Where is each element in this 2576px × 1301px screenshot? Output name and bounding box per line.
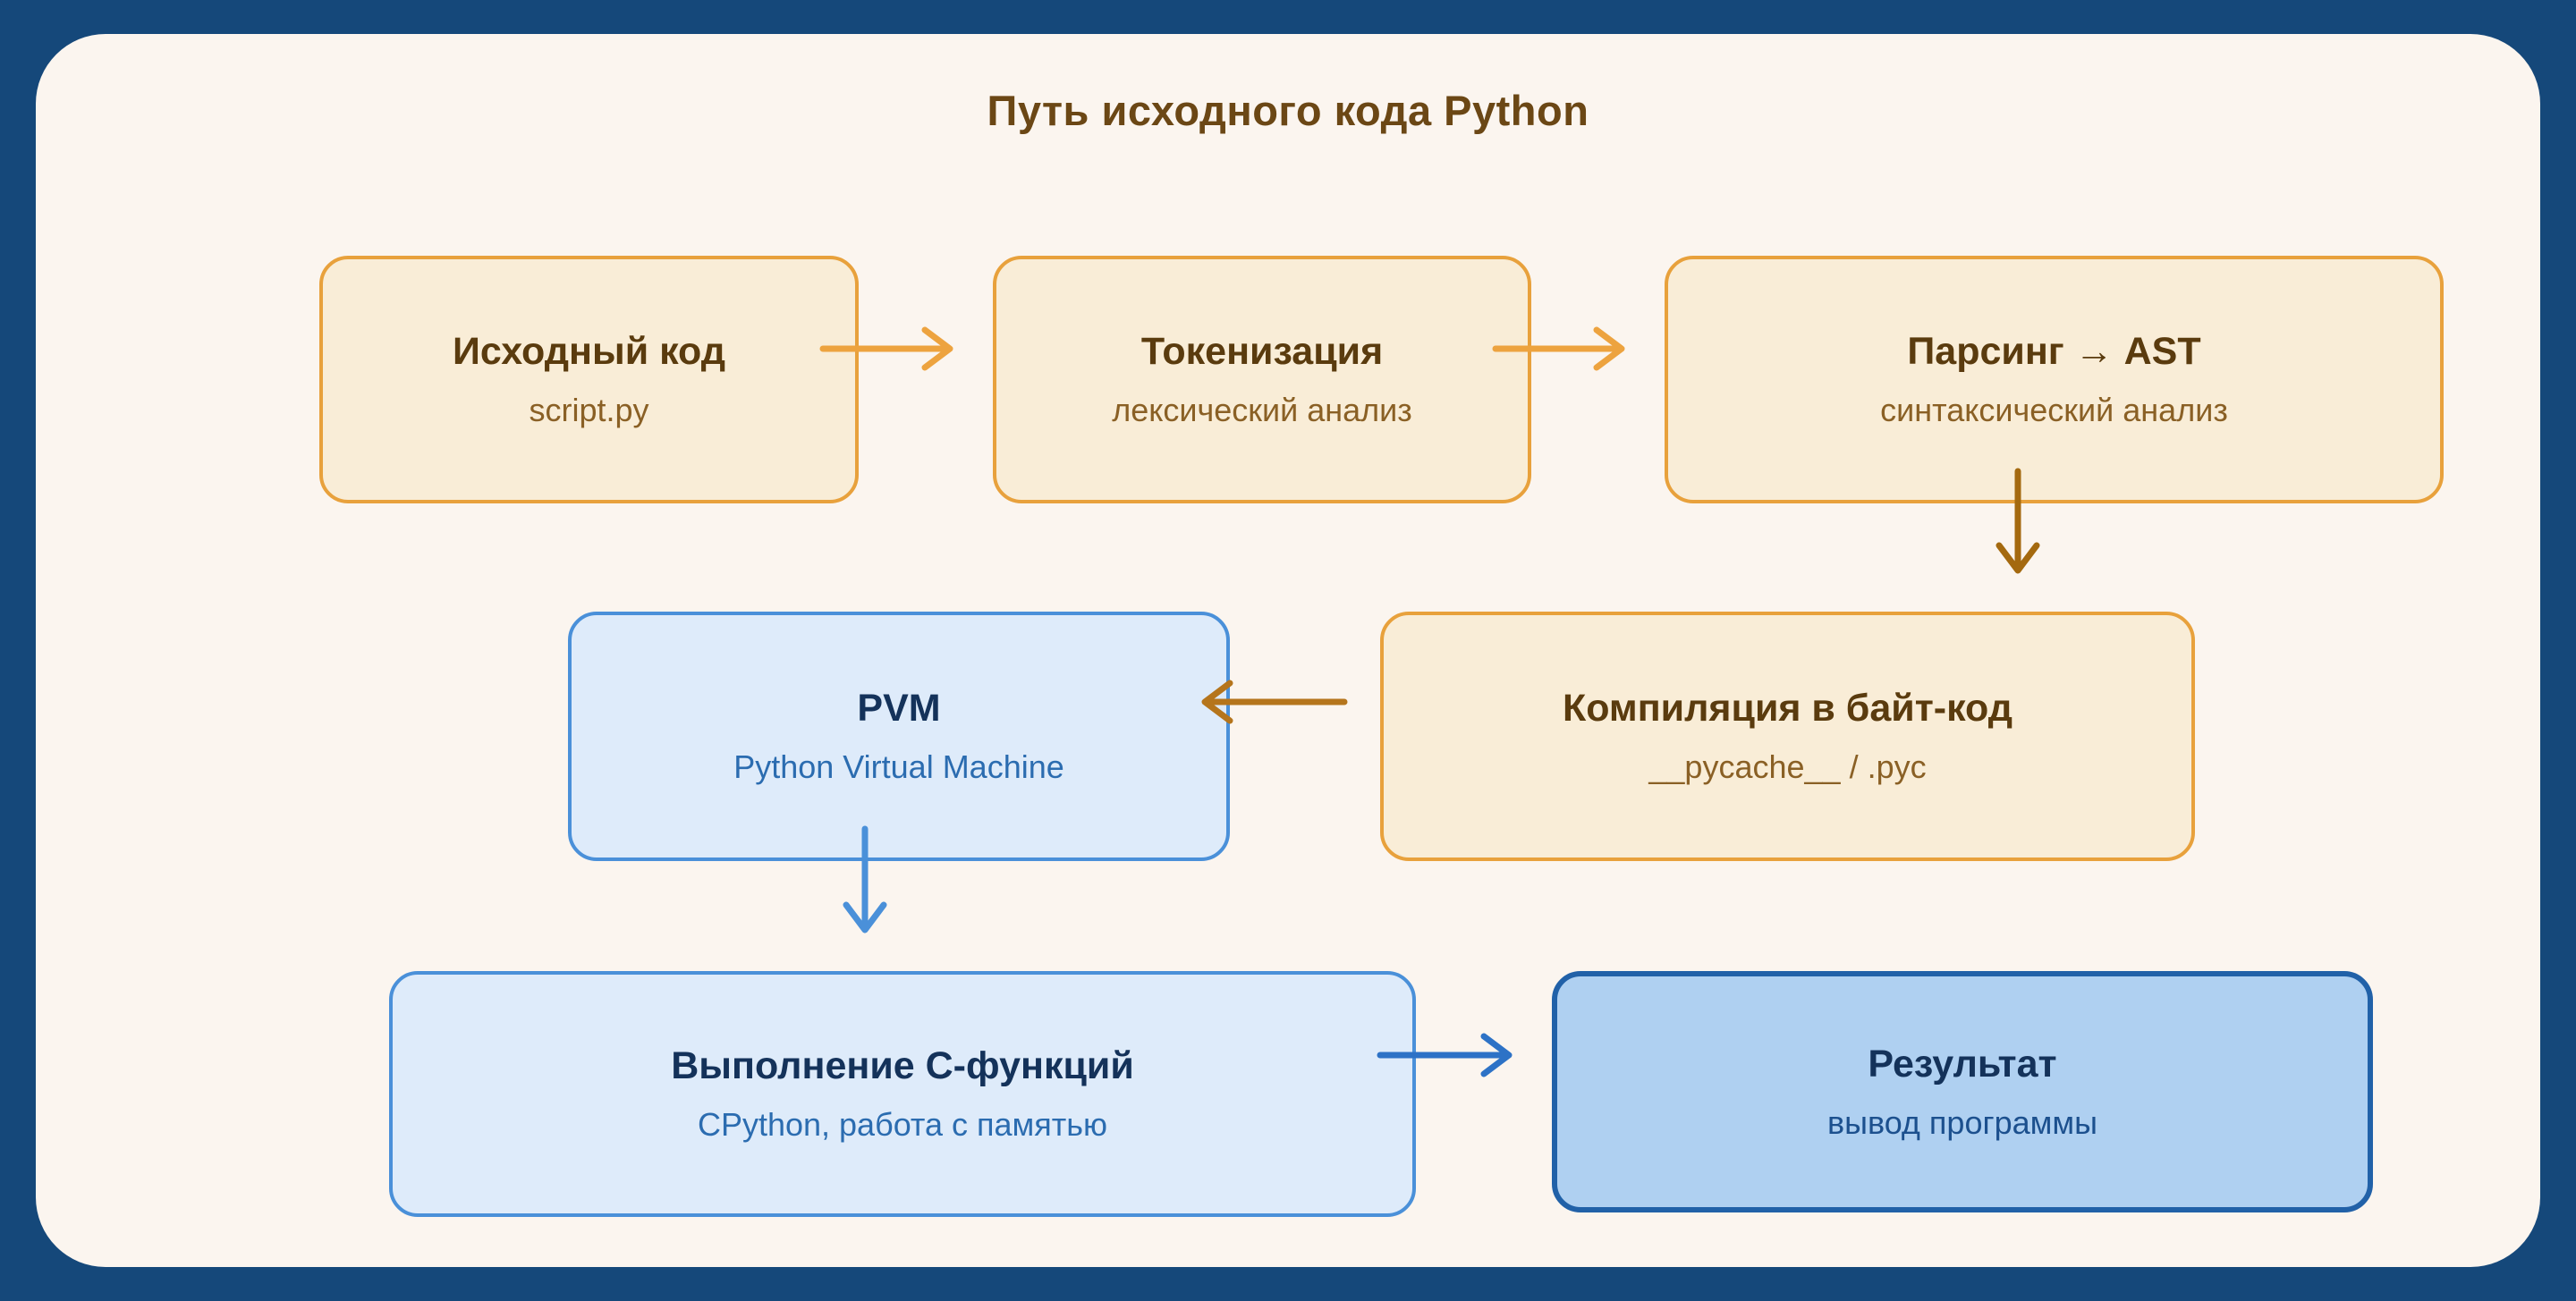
diagram-title: Путь исходного кода Python [987,87,1589,134]
node-subtitle: лексический анализ [1112,392,1412,429]
node-title: Результат [1868,1042,2057,1086]
node-subtitle: синтаксический анализ [1880,392,2228,429]
node-title: Парсинг → AST [1907,330,2201,374]
node-subtitle: script.py [529,392,649,429]
node-tokenization: Токенизация лексический анализ [993,256,1531,503]
node-subtitle: __pycache__ / .pyc [1648,748,1927,786]
node-subtitle: вывод программы [1826,1103,2098,1141]
node-title: Исходный код [452,330,726,374]
node-result: Результат вывод программы [1552,971,2373,1212]
node-title: Выполнение C-функций [671,1044,1134,1088]
node-subtitle: Python Virtual Machine [733,748,1064,786]
node-c-function-execution: Выполнение C-функций CPython, работа с п… [389,971,1416,1217]
node-title: Токенизация [1140,330,1384,374]
diagram-panel: Путь исходного кода Python Исходный код … [36,34,2540,1267]
node-title: PVM [857,687,941,731]
node-subtitle: CPython, работа с памятью [697,1106,1108,1144]
node-title: Компиляция в байт-код [1562,687,2013,731]
node-parsing-ast: Парсинг → AST синтаксический анализ [1665,256,2444,503]
node-bytecode-compilation: Компиляция в байт-код __pycache__ / .pyc [1380,612,2195,861]
node-pvm: PVM Python Virtual Machine [568,612,1230,861]
node-source-code: Исходный код script.py [319,256,859,503]
